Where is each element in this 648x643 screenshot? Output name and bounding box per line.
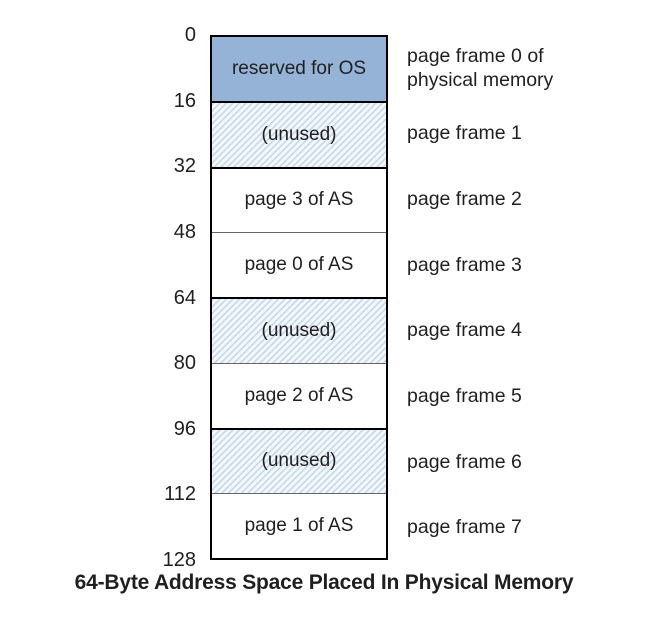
memory-block-label: page 0 of AS [244, 254, 354, 276]
memory-block-label: reserved for OS [231, 57, 367, 79]
frame-label: page frame 5 [407, 384, 522, 408]
address-label: 96 [173, 417, 196, 440]
memory-block-label: page 2 of AS [244, 384, 354, 406]
frame-label: page frame 1 [407, 121, 522, 145]
memory-block-page-0-of-as: page 0 of AS [212, 233, 386, 299]
memory-block-label: page 3 of AS [244, 189, 354, 211]
frame-label-line: page frame 2 [407, 188, 522, 211]
memory-block-label: (unused) [261, 450, 337, 472]
address-label: 64 [173, 286, 196, 309]
frame-label-line: page frame 3 [407, 253, 522, 276]
frame-label-line: physical memory [407, 68, 554, 91]
memory-block-page-1-of-as: page 1 of AS [212, 494, 386, 558]
address-label: 16 [173, 89, 196, 112]
address-label: 128 [162, 549, 196, 571]
memory-block-page-2-of-as: page 2 of AS [212, 363, 386, 430]
memory-block-reserved-for-os: reserved for OS [212, 37, 386, 103]
memory-block-page-3-of-as: page 3 of AS [212, 168, 386, 234]
figure-caption: 64-Byte Address Space Placed In Physical… [74, 571, 574, 594]
memory-block-label: (unused) [261, 123, 337, 145]
frame-label: page frame 6 [407, 450, 522, 474]
address-label: 0 [184, 24, 196, 46]
frame-label-line: page frame 6 [407, 450, 522, 473]
address-label: 48 [173, 220, 196, 243]
frame-label-line: page frame 1 [407, 122, 522, 145]
frame-label-line: page frame 0 of [407, 44, 544, 67]
memory-block-unused: (unused) [212, 299, 386, 364]
memory-block-unused: (unused) [212, 102, 386, 169]
memory-block-label: page 1 of AS [244, 515, 354, 537]
address-label: 80 [173, 352, 196, 375]
address-label: 32 [173, 155, 196, 178]
frame-label: page frame 2 [407, 187, 522, 211]
memory-block-label: (unused) [261, 319, 337, 341]
frame-label-line: page frame 5 [407, 384, 522, 407]
frame-label: page frame 4 [407, 318, 522, 342]
frame-label-line: page frame 7 [407, 516, 522, 539]
frame-label-line: page frame 4 [407, 319, 522, 342]
frame-label: page frame 7 [407, 515, 522, 539]
frame-label: page frame 3 [407, 253, 522, 277]
physical-memory-box: reserved for OS (unused) page 3 of AS page … [210, 35, 388, 560]
memory-block-unused: (unused) [212, 429, 386, 495]
address-label: 112 [164, 483, 196, 506]
